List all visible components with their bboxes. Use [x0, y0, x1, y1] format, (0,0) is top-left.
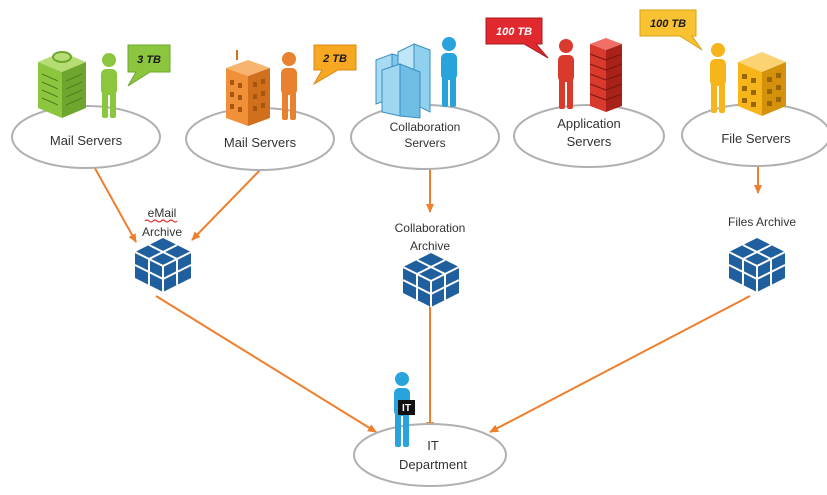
arrow-email-archive-to-it: [155, 295, 377, 433]
file-servers-label: File Servers: [721, 131, 791, 146]
spellcheck-underline: [144, 219, 178, 223]
mail-servers-2-label: Mail Servers: [224, 135, 297, 150]
it-department-ellipse: [353, 423, 507, 487]
it-department-label-line1: IT: [427, 438, 439, 453]
blue-buildings-icon: [375, 43, 431, 119]
files-archive-label: Files Archive: [728, 215, 796, 229]
email-archive-label-line2: Archive: [142, 225, 182, 239]
red-server-rack-icon: [589, 38, 623, 112]
collaboration-archive: Collaboration Archive: [395, 221, 466, 307]
collaboration-archive-label-line1: Collaboration: [395, 221, 466, 235]
email-archive: eMail Archive: [134, 206, 192, 292]
yellow-person-icon: [710, 43, 726, 113]
application-servers-ellipse: [513, 104, 665, 168]
mail-servers-1-label: Mail Servers: [50, 133, 123, 148]
arrows: [91, 162, 762, 433]
green-building-icon: [38, 51, 86, 118]
callout-100tb-red-text: 100 TB: [496, 26, 532, 38]
callout-2tb-text: 2 TB: [322, 53, 347, 65]
archive-cube-icon: [134, 238, 192, 292]
callout-100tb-yellow-text: 100 TB: [650, 18, 686, 30]
callout-100tb-yellow: 100 TB: [639, 9, 703, 51]
arrow-files-archive-to-it: [489, 295, 751, 433]
green-person-icon: [101, 53, 117, 118]
red-person-icon: [558, 39, 574, 109]
it-badge-text: IT: [402, 403, 411, 414]
callout-2tb: 2 TB: [312, 44, 357, 86]
it-department-label-line2: Department: [399, 457, 467, 472]
email-archive-label-line1: eMail: [148, 206, 177, 220]
archive-cube-icon: [728, 238, 786, 292]
collaboration-servers-label-line2: Servers: [404, 136, 445, 150]
orange-building-icon: [226, 50, 270, 126]
callout-3tb-text: 3 TB: [137, 54, 161, 66]
arrow-mail2-to-email-archive: [191, 167, 263, 241]
callout-3tb: 3 TB: [127, 44, 171, 87]
arrow-mail1-to-email-archive: [91, 162, 137, 243]
files-archive: Files Archive: [728, 215, 796, 292]
archive-cube-icon: [402, 253, 460, 307]
collaboration-archive-label-line2: Archive: [410, 239, 450, 253]
application-servers-label-line1: Application: [557, 116, 621, 131]
collaboration-servers-label-line1: Collaboration: [390, 120, 461, 134]
yellow-building-icon: [738, 52, 786, 116]
callout-100tb-red: 100 TB: [485, 17, 549, 59]
orange-person-icon: [281, 52, 297, 120]
blue-person-icon-collab: [441, 37, 457, 107]
it-badge: IT: [398, 400, 415, 415]
application-servers-label-line2: Servers: [567, 134, 612, 149]
